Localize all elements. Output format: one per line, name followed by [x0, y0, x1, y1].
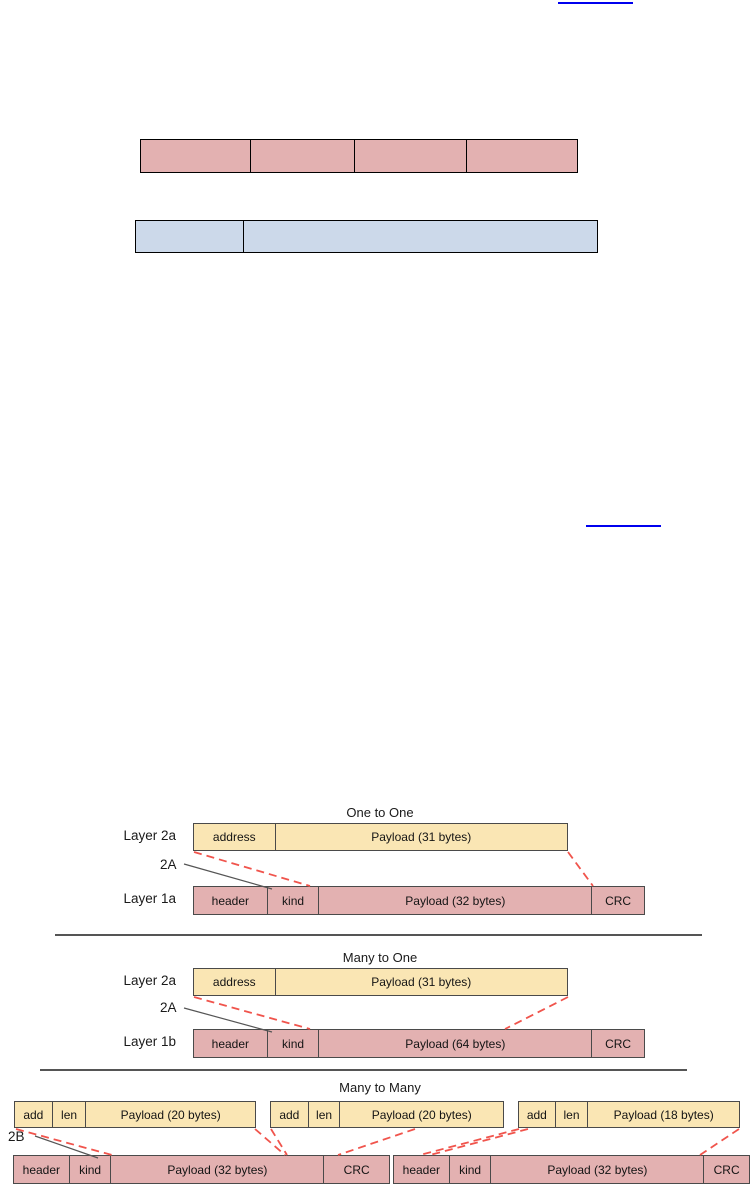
strip-l1-frame-1: header kind Payload (32 bytes) CRC — [13, 1155, 390, 1184]
strip-layer-1b-many-to-one: header kind Payload (64 bytes) CRC — [193, 1029, 645, 1058]
strip-l2-segment-3: add len Payload (18 bytes) — [518, 1101, 740, 1128]
strip-layer-2a-many-to-one: address Payload (31 bytes) — [193, 968, 568, 996]
mid-link-rule[interactable] — [586, 525, 661, 527]
section-title-many-to-one: Many to One — [342, 950, 418, 965]
pink-frame-cell-2 — [250, 140, 356, 172]
mapping-line-seg1-left — [15, 1128, 113, 1156]
cell-header: header — [194, 1030, 268, 1057]
cell-len: len — [555, 1102, 589, 1127]
cell-payload: Payload (20 bytes) — [86, 1102, 255, 1127]
blue-frame-row — [135, 220, 598, 253]
cell-add: add — [271, 1102, 309, 1127]
section-title-many-to-many: Many to Many — [339, 1080, 421, 1095]
mapping-line-seg1-right — [254, 1128, 286, 1156]
mapping-line-1a-left — [193, 851, 311, 887]
section-separator-many-to-many — [40, 1069, 687, 1071]
cell-address: address — [194, 824, 276, 850]
layer-label-1b-many-to-one: Layer 1b — [123, 1034, 176, 1049]
cell-payload: Payload (20 bytes) — [340, 1102, 504, 1127]
cell-header: header — [14, 1156, 70, 1183]
cell-payload: Payload (32 bytes) — [319, 887, 593, 914]
pink-frame-cell-4 — [466, 140, 577, 172]
pink-frame-cell-1 — [141, 140, 251, 172]
cell-payload: Payload (32 bytes) — [111, 1156, 325, 1183]
mapping-line-seg3-left — [419, 1128, 520, 1156]
cell-payload: Payload (64 bytes) — [319, 1030, 593, 1057]
cell-kind: kind — [267, 887, 320, 914]
cell-payload: Payload (32 bytes) — [491, 1156, 705, 1183]
mapping-line-seg2-left — [270, 1128, 288, 1156]
cell-address: address — [194, 969, 276, 995]
strip-l1-frame-2: header kind Payload (32 bytes) CRC — [393, 1155, 750, 1184]
cell-crc: CRC — [324, 1156, 389, 1183]
cell-payload: Payload (31 bytes) — [275, 824, 567, 850]
layer-label-1a-one-to-one: Layer 1a — [123, 891, 176, 906]
cell-crc: CRC — [592, 887, 644, 914]
callout-2a-many-to-one: 2A — [160, 1000, 177, 1015]
pink-frame-row — [140, 139, 578, 173]
mapping-line-seg2-right — [337, 1128, 416, 1156]
strip-layer-1a-one-to-one: header kind Payload (32 bytes) CRC — [193, 886, 645, 915]
cell-header: header — [394, 1156, 450, 1183]
pink-frame-cell-3 — [355, 140, 467, 172]
cell-add: add — [15, 1102, 53, 1127]
strip-l2-segment-2: add len Payload (20 bytes) — [270, 1101, 504, 1128]
mapping-line-1a-right — [567, 851, 594, 887]
mapping-line-seg3-right — [699, 1128, 740, 1156]
blue-frame-cell-2 — [243, 221, 597, 252]
cell-header: header — [194, 887, 268, 914]
layer-label-2a-one-to-one: Layer 2a — [123, 828, 176, 843]
cell-len: len — [52, 1102, 87, 1127]
callout-2a-one-to-one: 2A — [160, 857, 177, 872]
top-link-rule[interactable] — [558, 2, 633, 4]
cell-payload: Payload (31 bytes) — [275, 969, 567, 995]
cell-len: len — [308, 1102, 341, 1127]
cell-kind: kind — [449, 1156, 492, 1183]
strip-l2-segment-1: add len Payload (20 bytes) — [14, 1101, 256, 1128]
strip-layer-2a-one-to-one: address Payload (31 bytes) — [193, 823, 568, 851]
cell-crc: CRC — [592, 1030, 644, 1057]
blue-frame-cell-1 — [136, 221, 244, 252]
mapping-line-seg3-alt — [429, 1128, 529, 1156]
cell-crc: CRC — [704, 1156, 749, 1183]
callout-2b-many-to-many: 2B — [8, 1129, 25, 1144]
cell-add: add — [519, 1102, 556, 1127]
layer-label-2a-many-to-one: Layer 2a — [123, 973, 176, 988]
section-title-one-to-one: One to One — [346, 805, 414, 820]
mapping-line-1b-left — [193, 996, 311, 1030]
cell-payload: Payload (18 bytes) — [588, 1102, 739, 1127]
cell-kind: kind — [69, 1156, 112, 1183]
cell-kind: kind — [267, 1030, 320, 1057]
section-separator-many-to-one — [55, 934, 702, 936]
mapping-line-1b-right — [504, 996, 569, 1030]
